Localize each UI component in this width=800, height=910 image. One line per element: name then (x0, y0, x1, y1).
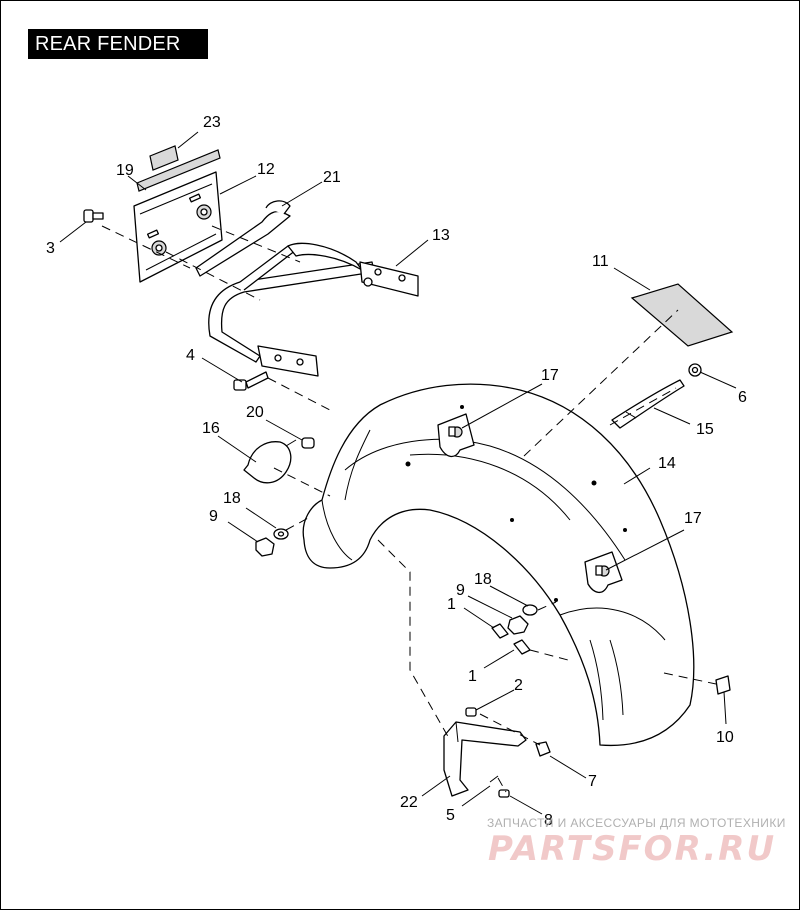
stud-plate-lower (584, 551, 623, 594)
callout-12: 12 (257, 161, 275, 178)
bracket-22 (443, 721, 527, 797)
decal (149, 145, 179, 171)
callout-13: 13 (432, 227, 450, 244)
callout-18-right: 18 (474, 571, 492, 588)
rear-fender (302, 383, 695, 747)
callout-10: 10 (716, 729, 734, 746)
nut-6 (688, 363, 702, 377)
license-plate-bracket (133, 171, 223, 283)
callout-9-right: 9 (456, 582, 465, 599)
bolt-2 (465, 707, 477, 717)
callout-15: 15 (696, 421, 714, 438)
pin-5 (489, 775, 499, 783)
callout-6: 6 (738, 389, 747, 406)
bolt-1-upper (491, 623, 509, 639)
washer-18-left (273, 528, 289, 540)
support-rail (195, 200, 419, 377)
callout-18-left: 18 (223, 490, 241, 507)
callout-14: 14 (658, 455, 676, 472)
nut-9-left (255, 537, 275, 557)
callout-17-upper: 17 (541, 367, 559, 384)
callout-21: 21 (323, 169, 341, 186)
grommet-20 (301, 437, 315, 449)
callout-11: 11 (592, 253, 609, 270)
reflector-strip (136, 149, 221, 192)
callout-19: 19 (116, 162, 134, 179)
nut-7 (535, 741, 551, 757)
bolt-1-lower (513, 639, 531, 655)
callout-3: 3 (46, 240, 55, 257)
nut-9-right (507, 615, 529, 635)
callout-7: 7 (588, 773, 597, 790)
clip-15 (611, 379, 685, 429)
diagram-title: REAR FENDER (28, 29, 208, 59)
callout-8: 8 (544, 812, 553, 829)
callout-4: 4 (186, 347, 195, 364)
stud-plate-upper (437, 413, 475, 458)
callout-20: 20 (246, 404, 264, 421)
bolt-3 (83, 209, 104, 223)
pad-11 (630, 283, 734, 347)
callout-9-left: 9 (209, 508, 218, 525)
watermark-text: ЗАПЧАСТИ И АКСЕССУАРЫ ДЛЯ МОТОТЕХНИКИ (487, 816, 786, 830)
callout-1-lower: 1 (468, 668, 477, 685)
callout-1-upper: 1 (447, 596, 456, 613)
leader-lines (59, 131, 737, 815)
watermark-logo: PARTSFOR.RU (488, 829, 777, 869)
clip-10 (715, 675, 731, 695)
callout-2: 2 (514, 677, 523, 694)
callout-22: 22 (400, 794, 418, 811)
callout-labels: 3 4 23 19 12 21 13 11 6 15 14 17 17 16 2… (46, 114, 747, 829)
plug-8 (498, 789, 510, 798)
washer-18-right (522, 604, 538, 616)
callout-17-lower: 17 (684, 510, 702, 527)
bolt-4 (233, 371, 269, 391)
callout-23: 23 (203, 114, 221, 131)
cover-16 (243, 439, 297, 484)
callout-5: 5 (446, 807, 455, 824)
assembly-lines (101, 225, 717, 793)
callout-16: 16 (202, 420, 220, 437)
